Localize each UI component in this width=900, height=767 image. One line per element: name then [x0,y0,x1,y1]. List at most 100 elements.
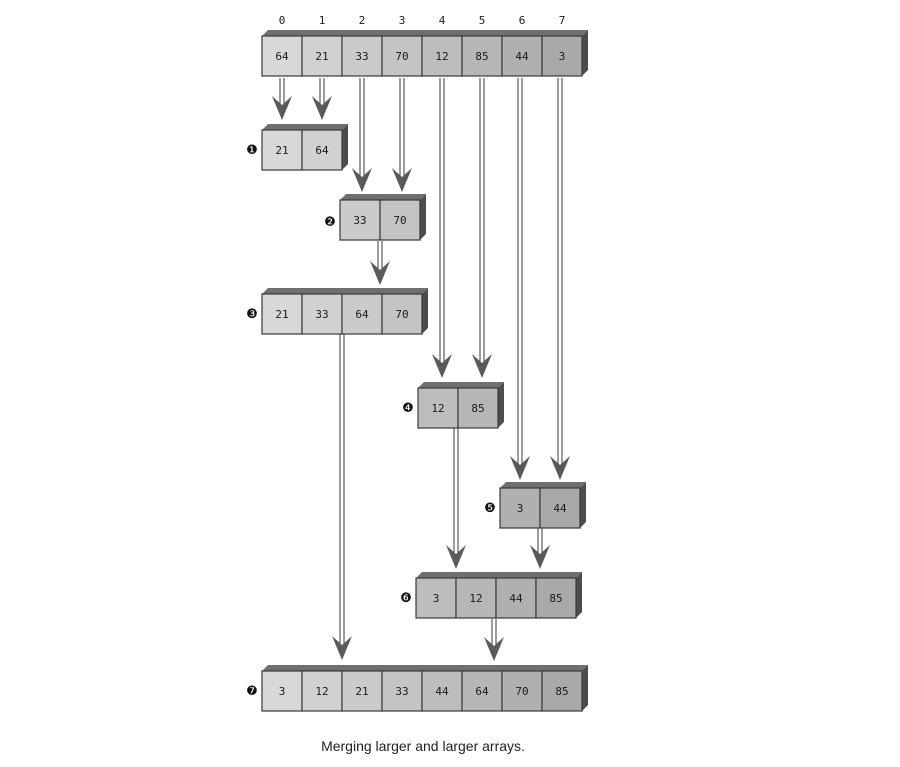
cell-value: 44 [435,685,449,698]
source-array-top-face [262,30,588,36]
step-2-array: 33 70 ❷ [324,194,426,241]
cell-value: 33 [353,214,366,227]
array-cell [379,199,421,241]
array-cell [381,293,423,335]
step-5-array-side-face [580,482,586,528]
arrow-step6-arrowhead [484,637,504,661]
array-cell [301,129,343,171]
cell-value: 64 [275,50,289,63]
step-6-array: 3 12 44 85 ❻ [400,572,582,619]
arrow-step5-arrowhead [530,545,550,569]
index-label: 3 [399,14,406,27]
step-7-array-step-marker: ❼ [246,684,258,699]
cell-value: 70 [515,685,528,698]
array-cell [541,35,583,77]
step-4-array-top-face [418,382,504,388]
array-cell [301,293,343,335]
step-7-array-side-face [582,665,588,711]
step-4-array: 12 85 ❹ [402,382,504,429]
arrow-3-arrowhead [392,168,412,192]
array-cell [301,670,343,712]
cell-value: 70 [395,308,408,321]
cell-value: 12 [469,592,482,605]
step-2-array-side-face [420,194,426,240]
source-array-side-face [582,30,588,76]
cell-value: 12 [435,50,448,63]
cell-value: 85 [549,592,562,605]
arrow-4-arrowhead [432,354,452,378]
array-cell [261,670,303,712]
array-cell [499,487,541,529]
index-label: 7 [559,14,566,27]
index-label: 2 [359,14,366,27]
index-label: 6 [519,14,526,27]
step-1-array-step-marker: ❶ [246,143,258,158]
step-2-array-top-face [340,194,426,200]
cell-value: 64 [475,685,489,698]
cell-value: 85 [471,402,484,415]
cell-value: 3 [559,50,566,63]
cell-value: 70 [395,50,408,63]
arrowheads [272,96,570,661]
step-3-array: 21 33 64 70 ❸ [246,288,428,335]
cell-value: 44 [509,592,523,605]
cell-value: 3 [433,592,440,605]
step-7-array-top-face [262,665,588,671]
cell-value: 70 [393,214,406,227]
array-cell [535,577,577,619]
arrow-step2-arrowhead [370,261,390,285]
cell-value: 44 [553,502,567,515]
array-cell [421,35,463,77]
array-cell [341,670,383,712]
arrow-6-arrowhead [510,456,530,480]
step-2-array-step-marker: ❷ [324,215,336,230]
array-cell [455,577,497,619]
cell-value: 12 [315,685,328,698]
cell-value: 85 [555,685,568,698]
array-cell [261,293,303,335]
step-6-array-top-face [416,572,582,578]
arrow-step3-arrowhead [332,636,352,660]
cell-value: 85 [475,50,488,63]
array-cell [457,387,499,429]
cell-value: 21 [355,685,368,698]
step-6-array-step-marker: ❻ [400,591,412,606]
step-5-array-step-marker: ❺ [484,501,496,516]
arrow-0-arrowhead [272,96,292,120]
step-6-array-side-face [576,572,582,618]
cell-value: 3 [279,685,286,698]
arrow-step4-arrowhead [446,545,466,569]
index-label: 1 [319,14,326,27]
array-cell [381,670,423,712]
cell-value: 44 [515,50,529,63]
step-1-array-top-face [262,124,348,130]
index-label: 4 [439,14,446,27]
arrow-1-arrowhead [312,96,332,120]
cell-value: 21 [275,308,288,321]
array-cell [501,35,543,77]
cell-value: 33 [355,50,368,63]
arrow-2-arrowhead [352,168,372,192]
cell-value: 12 [431,402,444,415]
step-3-array-side-face [422,288,428,334]
arrow-5-arrowhead [472,354,492,378]
cell-value: 64 [315,144,329,157]
cell-value: 33 [315,308,328,321]
step-4-array-side-face [498,382,504,428]
arrow-7-arrowhead [550,456,570,480]
step-3-array-step-marker: ❸ [246,307,258,322]
step-3-array-top-face [262,288,428,294]
step-4-array-step-marker: ❹ [402,401,414,416]
cell-value: 64 [355,308,369,321]
array-cell [341,35,383,77]
figure-caption: Merging larger and larger arrays. [321,738,525,754]
array-cell [421,670,463,712]
array-cell [539,487,581,529]
